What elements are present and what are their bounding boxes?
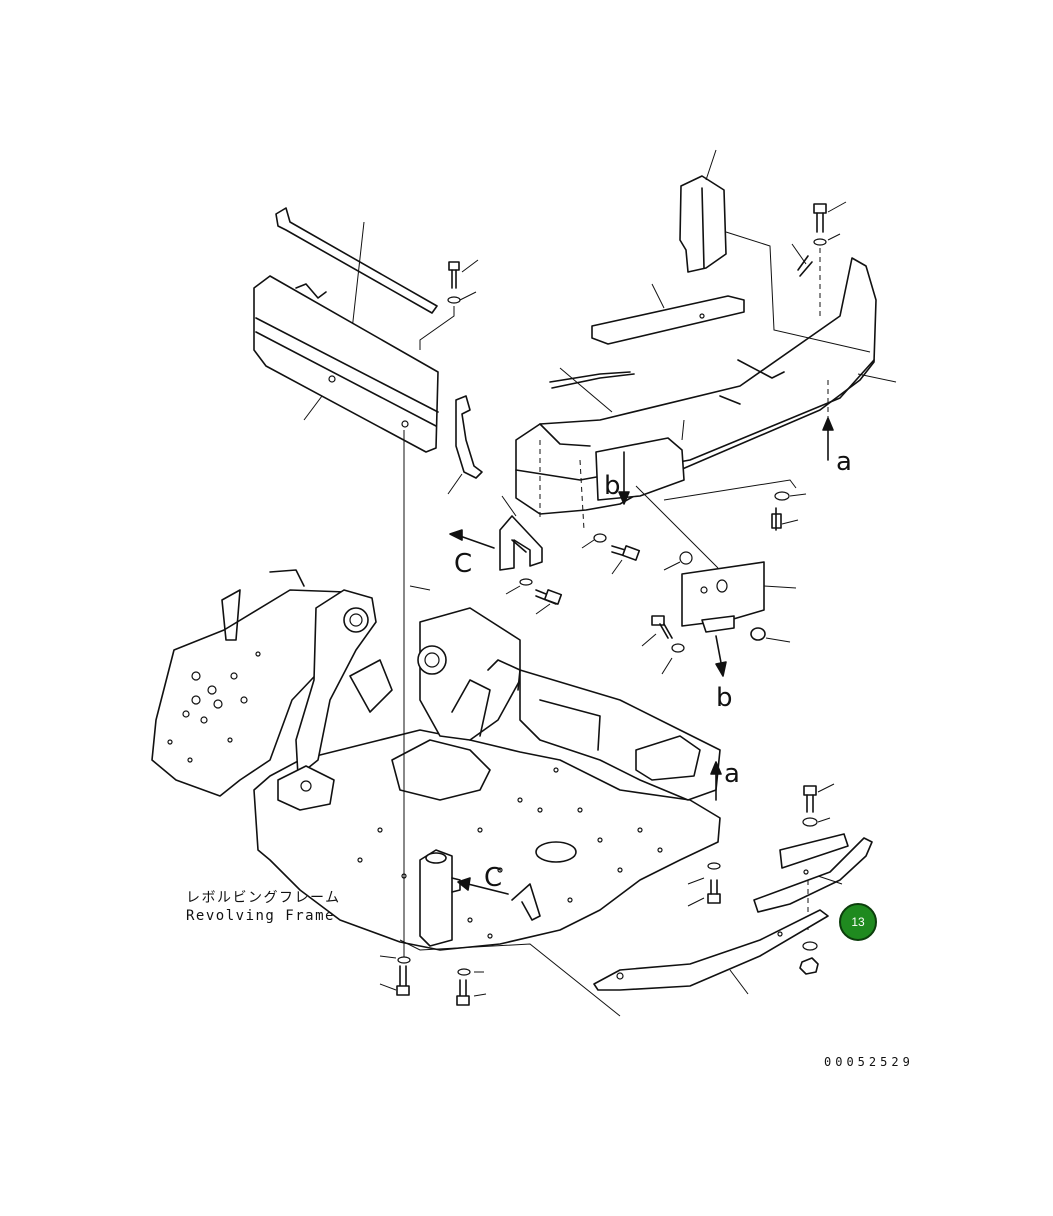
deck-holes-left [167, 651, 261, 763]
view-label-a-lower: a [724, 759, 740, 789]
bracket-c-group [449, 495, 641, 615]
revolving-frame-group [151, 430, 722, 1017]
counterweight-group [515, 149, 897, 569]
caption-english: Revolving Frame [186, 908, 335, 924]
view-label-b-upper: b [604, 471, 621, 501]
left-side-cover-group [253, 207, 483, 495]
drawing-number: 00052529 [824, 1055, 914, 1069]
view-label-c-lower: C [484, 863, 502, 893]
view-label-c-left: C [454, 549, 472, 579]
callout-badge[interactable]: 13 [839, 903, 877, 941]
deck-holes-main [357, 767, 663, 939]
view-label-a-upper: a [836, 447, 852, 477]
plate-b-group [641, 551, 797, 677]
lower-cover-group [379, 783, 873, 1006]
callout-badge-circle[interactable] [839, 903, 877, 941]
caption-japanese: レボルビングフレーム [186, 890, 341, 906]
view-label-b-lower: b [716, 683, 733, 713]
callout-badge-number[interactable]: 13 [851, 915, 865, 929]
